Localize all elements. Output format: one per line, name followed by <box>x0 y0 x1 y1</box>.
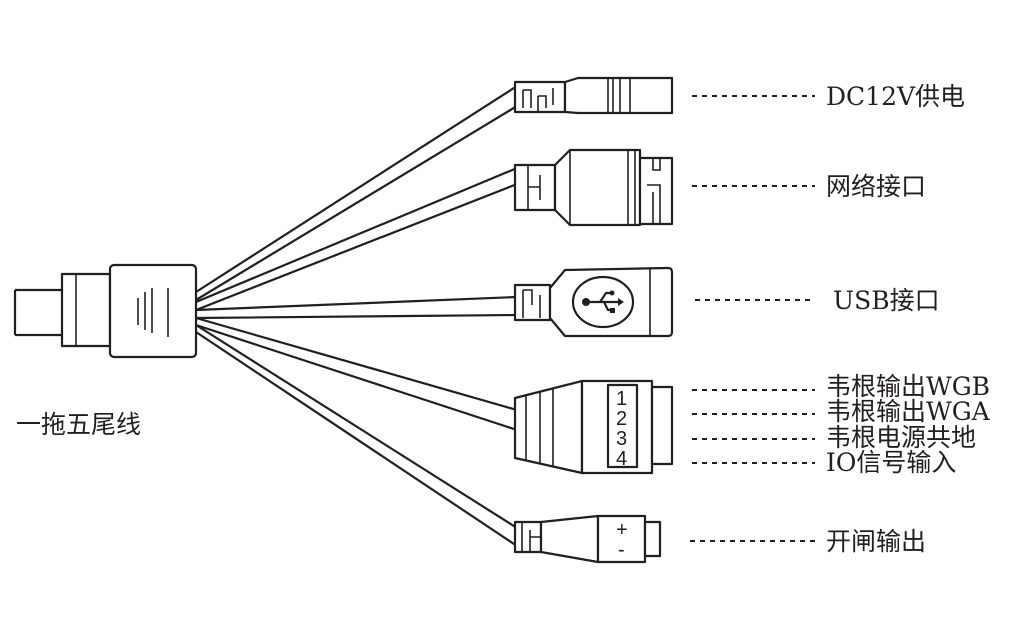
pin-2: 2 <box>616 408 627 430</box>
dc-power-jack-icon <box>513 76 674 115</box>
pin-3: 3 <box>616 428 627 450</box>
cable-title: 一拖五尾线 <box>16 410 141 439</box>
label-usb: USB接口 <box>833 286 940 315</box>
pin-plus: + <box>616 519 628 541</box>
usb-symbol-icon <box>582 290 624 313</box>
label-io-input: IO信号输入 <box>826 448 956 477</box>
pin-1: 1 <box>616 388 627 410</box>
label-dc-power: DC12V供电 <box>826 82 965 111</box>
label-wiegand-wgb: 韦根输出WGB <box>826 372 990 401</box>
label-wiegand-ground: 韦根电源共地 <box>826 423 976 452</box>
pin-minus: - <box>618 539 625 561</box>
cables <box>195 85 518 547</box>
pin-4: 4 <box>616 448 627 470</box>
usb-connector-icon <box>513 266 674 338</box>
label-wiegand-wga: 韦根输出WGA <box>826 397 991 426</box>
main-cable-hub <box>13 263 198 359</box>
rj45-connector-icon <box>513 148 674 227</box>
label-network: 网络接口 <box>826 172 926 201</box>
two-pin-connector-icon: + - <box>513 514 662 564</box>
terminal-block-icon: 1 2 3 4 <box>513 379 674 475</box>
label-gate-output: 开闸输出 <box>826 527 926 556</box>
